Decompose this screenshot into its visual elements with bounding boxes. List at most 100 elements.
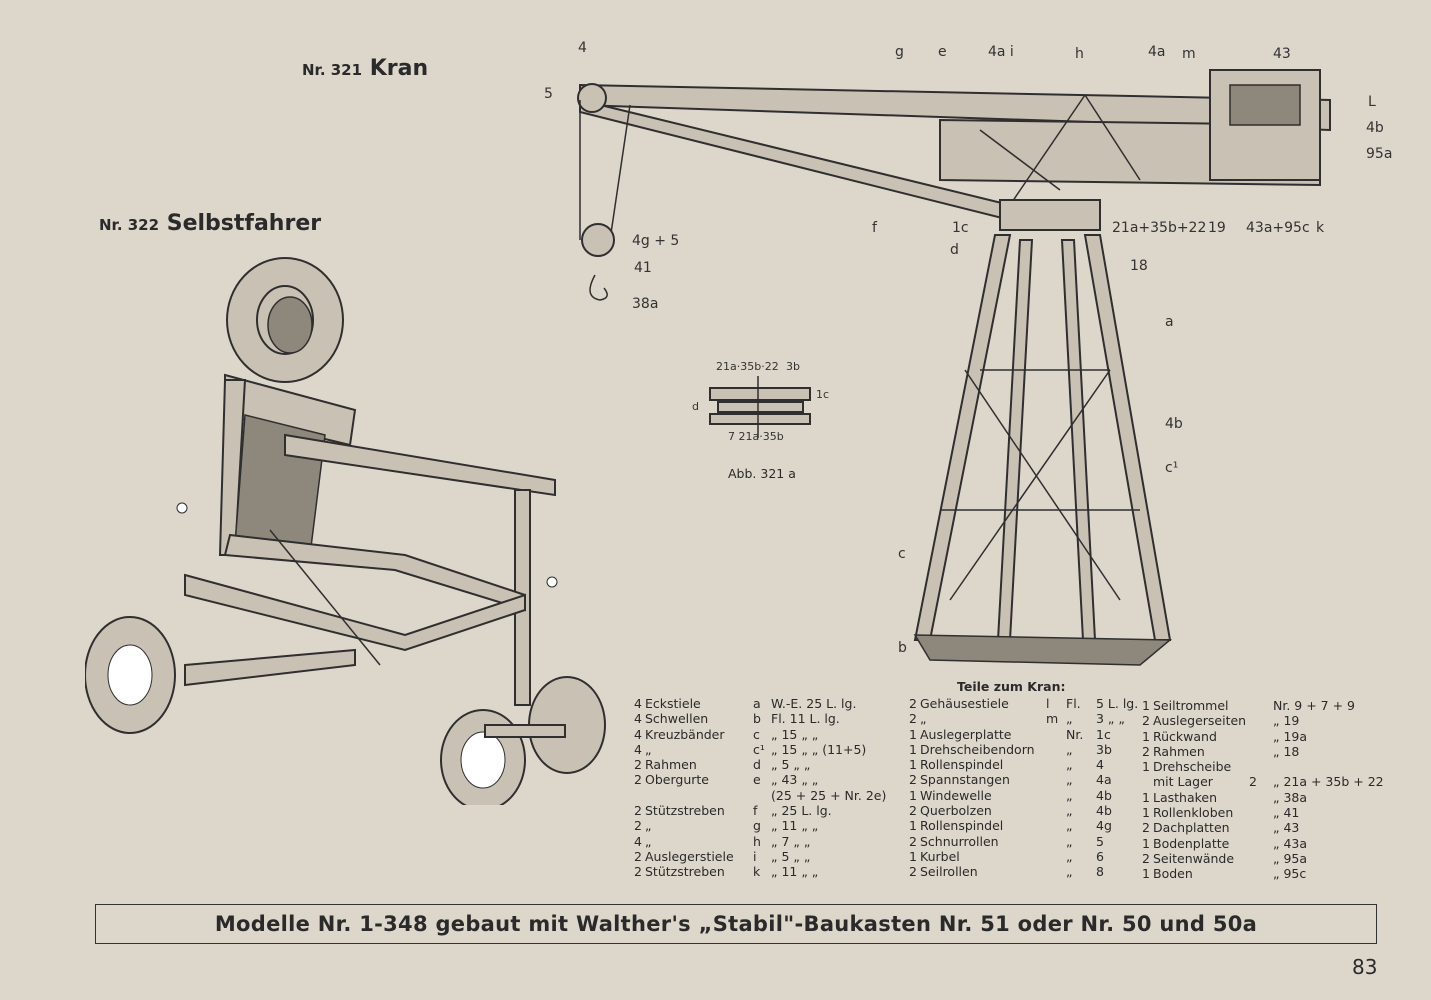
crane-label: e: [938, 44, 947, 60]
parts-cell: „ 43a: [1273, 835, 1308, 851]
parts-cell: Kurbel: [920, 848, 960, 864]
parts-cell: Lasthaken: [1153, 789, 1218, 805]
parts-cell: Spannstangen: [920, 772, 1010, 788]
parts-cell: 1: [1142, 789, 1150, 805]
parts-cell: Bodenplatte: [1153, 835, 1230, 851]
parts-cell: „ 11 „ „: [771, 818, 819, 834]
parts-cell: [1249, 790, 1273, 805]
selbstfahrer-number: Nr. 322: [99, 216, 160, 234]
parts-cell: „ 19: [1273, 713, 1300, 729]
parts-cell: Obergurte: [645, 772, 709, 788]
parts-cell: [753, 788, 771, 803]
parts-cell: 5: [1096, 833, 1104, 849]
parts-cell: c¹: [753, 741, 765, 757]
parts-cell: Auslegerplatte: [920, 726, 1012, 742]
parts-cell: „ 95a: [1273, 850, 1308, 866]
parts-cell: [1046, 757, 1066, 772]
crane-label: m: [1182, 46, 1196, 62]
parts-cell: „ 15 „ „: [771, 726, 819, 742]
crane-label: 38a: [632, 296, 658, 312]
crane-label: L: [1368, 94, 1376, 110]
crane-label: f: [872, 220, 878, 236]
parts-cell: „: [1066, 757, 1073, 773]
parts-cell: 1: [909, 741, 917, 757]
parts-cell: 4g: [1096, 818, 1112, 834]
parts-heading: Teile zum Kran:: [957, 679, 1066, 694]
parts-cell: „: [1066, 711, 1073, 727]
parts-cell: [1046, 803, 1066, 818]
parts-cell: Rollenspindel: [920, 757, 1004, 773]
crane-label: 4b: [1366, 120, 1384, 136]
parts-cell: i: [753, 848, 757, 864]
parts-cell: „: [1066, 787, 1073, 803]
parts-cell: 2: [634, 864, 642, 880]
parts-cell: [645, 788, 753, 803]
parts-cell: 1: [909, 787, 917, 803]
parts-cell: W.-E. 25 L. lg.: [771, 696, 857, 711]
parts-cell: Stützstreben: [645, 803, 725, 819]
parts-cell: „ 15 „ „ (11+5): [771, 741, 867, 757]
detail-label-top: 21a·35b·22: [716, 360, 779, 373]
parts-cell: [1046, 818, 1066, 833]
parts-cell: [1249, 713, 1273, 728]
parts-cell: Querbolzen: [920, 803, 992, 819]
parts-cell: f: [753, 803, 758, 819]
parts-cell: [1046, 742, 1066, 757]
parts-cell: 1: [1142, 728, 1150, 744]
parts-cell: „: [1066, 833, 1073, 849]
parts-cell: Boden: [1153, 866, 1193, 882]
parts-cell: 4b: [1096, 787, 1112, 803]
parts-cell: 2: [1142, 850, 1150, 866]
parts-cell: „ 25 L. lg.: [771, 803, 832, 819]
parts-cell: mit Lager: [1153, 774, 1213, 790]
parts-cell: c: [753, 726, 760, 742]
crane-label: 19: [1208, 220, 1226, 236]
parts-cell: [1046, 772, 1066, 787]
parts-cell: Rahmen: [645, 757, 697, 773]
parts-cell: [1046, 849, 1066, 864]
parts-cell: 1: [1142, 759, 1150, 775]
parts-cell: [1249, 698, 1273, 713]
parts-cell: „ 11 „ „: [771, 864, 819, 880]
detail-label-top2: 3b: [786, 360, 800, 373]
crane-label: 5: [544, 86, 553, 102]
parts-cell: 4: [634, 741, 642, 757]
crane-label: d: [950, 242, 959, 258]
parts-cell: Seitenwände: [1153, 850, 1235, 866]
parts-cell: h: [753, 833, 761, 849]
footer-text: Modelle Nr. 1-348 gebaut mit Walther's „…: [214, 912, 1258, 936]
parts-cell: „ 95c: [1273, 866, 1307, 882]
parts-cell: Auslegerseiten: [1153, 713, 1247, 729]
parts-cell: „: [920, 711, 927, 727]
crane-label: 4b: [1165, 416, 1183, 432]
parts-cell: [1046, 864, 1066, 879]
parts-cell: Drehscheibe: [1153, 759, 1232, 775]
parts-cell: e: [753, 772, 761, 788]
parts-cell: 2: [909, 696, 917, 711]
parts-cell: [1249, 805, 1273, 820]
parts-cell: Auslegerstiele: [645, 848, 734, 864]
parts-cell: „: [645, 741, 652, 757]
parts-cell: „ 7 „ „: [771, 833, 811, 849]
parts-cell: [1249, 820, 1273, 835]
parts-cell: 4: [634, 726, 642, 742]
detail-label-left: d: [692, 400, 699, 413]
parts-cell: Windewelle: [920, 787, 992, 803]
